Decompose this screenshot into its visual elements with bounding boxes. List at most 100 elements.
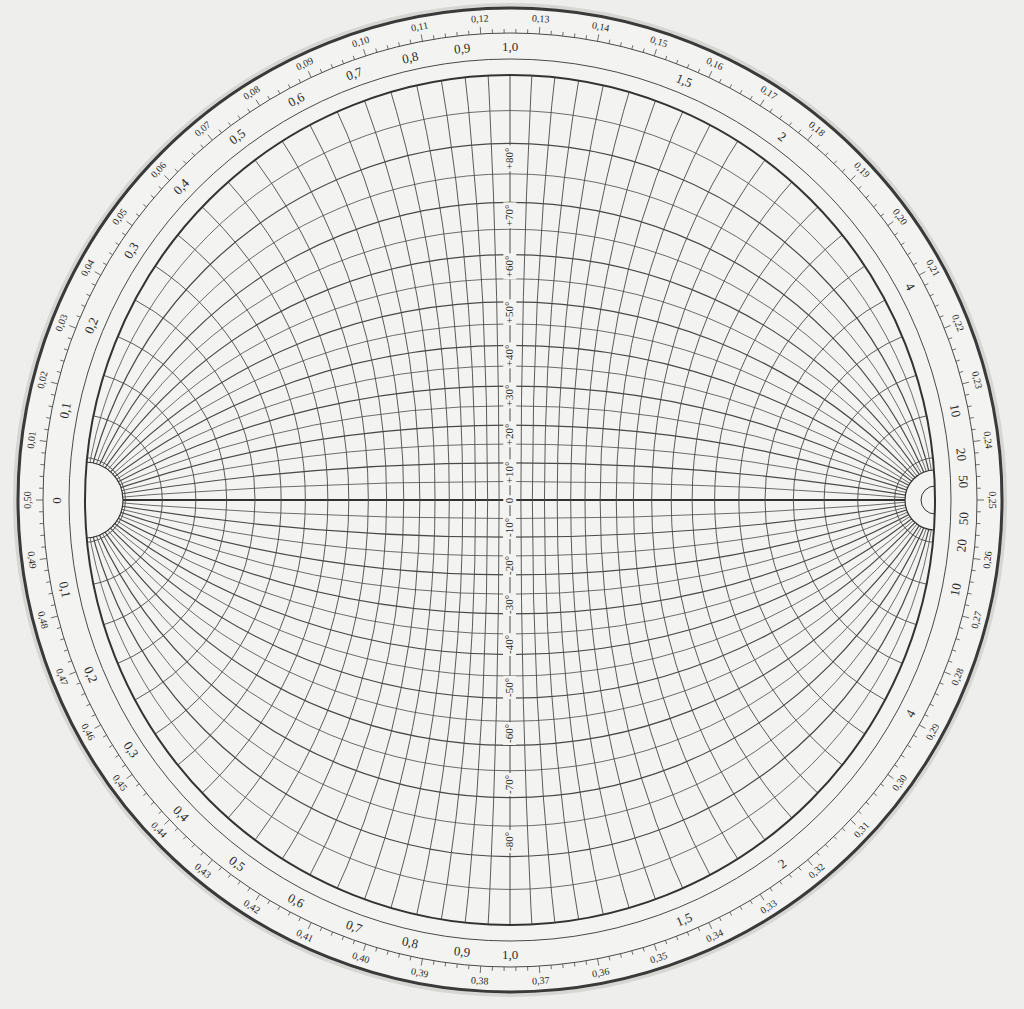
scale-tick [952,650,956,651]
scale-tick [834,161,837,164]
scale-tick [331,64,333,68]
scale-tick [975,452,979,453]
scale-tick [665,56,666,60]
scale-tick [952,349,956,350]
scale-tick [456,964,457,968]
wavelength-value: 0,14 [591,20,610,33]
scale-tick [632,45,633,49]
scale-tick [643,49,644,53]
scale-tick [64,650,68,651]
ratio-circle [895,457,980,542]
scale-tick [539,966,540,973]
angle-value: +80° [503,146,516,172]
scale-tick [770,888,772,891]
scale-tick [60,360,64,361]
scale-tick [228,874,230,877]
angle-circle [0,0,1024,575]
scale-tick [968,405,972,407]
scale-tick [387,45,388,49]
scale-tick [780,881,782,884]
scale-tick [944,326,951,329]
ratio-circle [0,273,255,726]
scale-tick [925,284,929,286]
scale-tick [81,305,85,307]
scale-tick [948,661,952,662]
wavelength-value: 0,11 [410,20,429,33]
scale-value: 0,3 [121,240,141,261]
scale-ticks [36,27,984,973]
angle-value: +60° [503,254,516,280]
scale-tick [817,852,820,855]
scale-tick [919,725,925,728]
scale-tick [201,145,204,148]
scale-tick [456,32,457,36]
wavelength-value: 0,06 [149,160,168,180]
scale-tick [632,951,633,955]
scale-tick [299,917,301,921]
wavelength-value: 0,45 [111,773,129,793]
wavelength-value: 0,44 [149,820,168,840]
scale-tick [760,100,764,106]
wavelength-value: 0,24 [982,430,994,449]
angle-value: -50° [504,676,517,699]
ratio-circle [0,0,476,1009]
scale-tick [51,616,58,618]
angle-value: -60° [504,722,517,745]
wavelength-value: 0,37 [531,976,549,987]
scale-tick [874,204,877,207]
scale-tick [913,735,916,737]
scale-tick [698,69,700,73]
scale-tick [965,604,969,606]
scale-value: 0,8 [401,49,420,65]
scale-tick [103,263,106,265]
wavelength-value: 0,10 [351,34,371,49]
scale-value: 4 [903,280,918,292]
scale-tick [268,900,270,903]
scale-tick [40,476,44,477]
wavelength-value: 0,34 [705,928,725,944]
scale-tick [959,371,963,372]
scale-tick [709,923,712,929]
scale-tick [46,581,50,583]
scale-tick [719,79,721,83]
wavelength-value: 0,17 [758,84,778,102]
scale-tick [940,316,944,318]
scale-tick [842,828,845,831]
scale-tick [585,35,587,39]
wavelength-value: 0,32 [807,862,827,881]
scale-tick [972,429,976,431]
wavelength-value: 0,31 [852,820,871,840]
scale-tick [977,511,981,512]
scale-tick [116,755,119,757]
scale-tick [799,867,801,870]
angle-value: +70° [503,203,516,229]
scale-tick [39,488,43,489]
scale-tick [527,29,528,33]
scale-tick [164,176,169,181]
scale-tick [268,96,270,99]
ratio-circle [0,0,449,1009]
scale-tick [77,683,81,685]
wavelength-value: 0,02 [36,370,50,389]
scale-tick [410,956,412,960]
scale-tick [930,704,934,706]
scale-tick [44,429,48,431]
angle-circle [0,0,1024,634]
angle-circle [0,0,1024,594]
angle-circle [0,0,1024,721]
wavelength-value: 0,01 [26,430,38,449]
scale-tick [40,464,44,465]
scale-tick [842,169,845,172]
scale-tick [331,932,333,936]
scale-tick [151,802,154,805]
ratio-circle [532,0,1024,1009]
scale-tick [151,195,154,198]
scale-tick [907,745,910,747]
scale-tick [238,881,240,884]
scale-tick [353,56,354,60]
wavelength-value: 0,19 [852,160,871,180]
scale-value: 0,6 [286,90,306,109]
scale-tick [925,715,929,717]
scale-tick [808,135,812,140]
wavelength-value: 0,48 [36,610,50,629]
